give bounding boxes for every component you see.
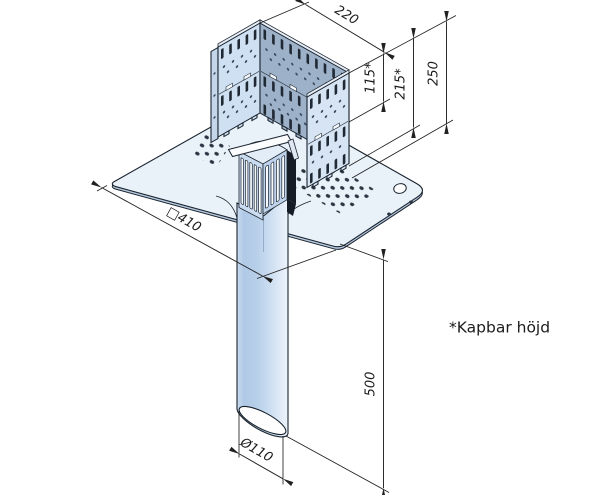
plate-corner-hole (393, 183, 407, 194)
dim-label-bracket-height: 215* (394, 68, 409, 100)
ext-500-top (339, 243, 389, 262)
ext-215-bottom (348, 124, 421, 167)
tube-shadow-sliver (287, 150, 296, 204)
dim-label-tube-diameter: Ø110 (236, 435, 275, 466)
tube-slotted-facet-left (238, 150, 264, 221)
ext-500-bottom (285, 435, 390, 493)
plate-hole-field-left (192, 132, 230, 168)
tube-bottom-opening (238, 405, 287, 436)
tube-shadow-blob (287, 199, 296, 216)
tube-body (236, 194, 289, 438)
ext-220-left (259, 1, 310, 24)
ground-tube (227, 133, 299, 438)
dim-label-bracket-width: 220 (332, 3, 361, 29)
dimline-410 (91, 180, 273, 284)
bracket-left-flange (210, 46, 219, 144)
plate-small-hole-2 (387, 212, 391, 216)
footnote-cuttable-height: *Kapbar höjd (449, 319, 550, 337)
dimline-220 (295, 0, 395, 60)
ext-115-bottom (348, 98, 391, 123)
dim-label-tube-length: 500 (364, 372, 379, 397)
bracket-front-right-outer-face (306, 72, 350, 189)
carry-strap-clip (287, 138, 299, 161)
ext-top-right-shared (348, 15, 457, 74)
plate-small-hole-1 (409, 200, 413, 204)
plate-hole-field-right (281, 157, 378, 214)
ext-250-bottom (351, 119, 454, 179)
dimline-110 (229, 446, 294, 487)
dim-label-upper-section-height: 115* (364, 62, 379, 94)
dim-label-overall-height: 250 (427, 61, 442, 86)
